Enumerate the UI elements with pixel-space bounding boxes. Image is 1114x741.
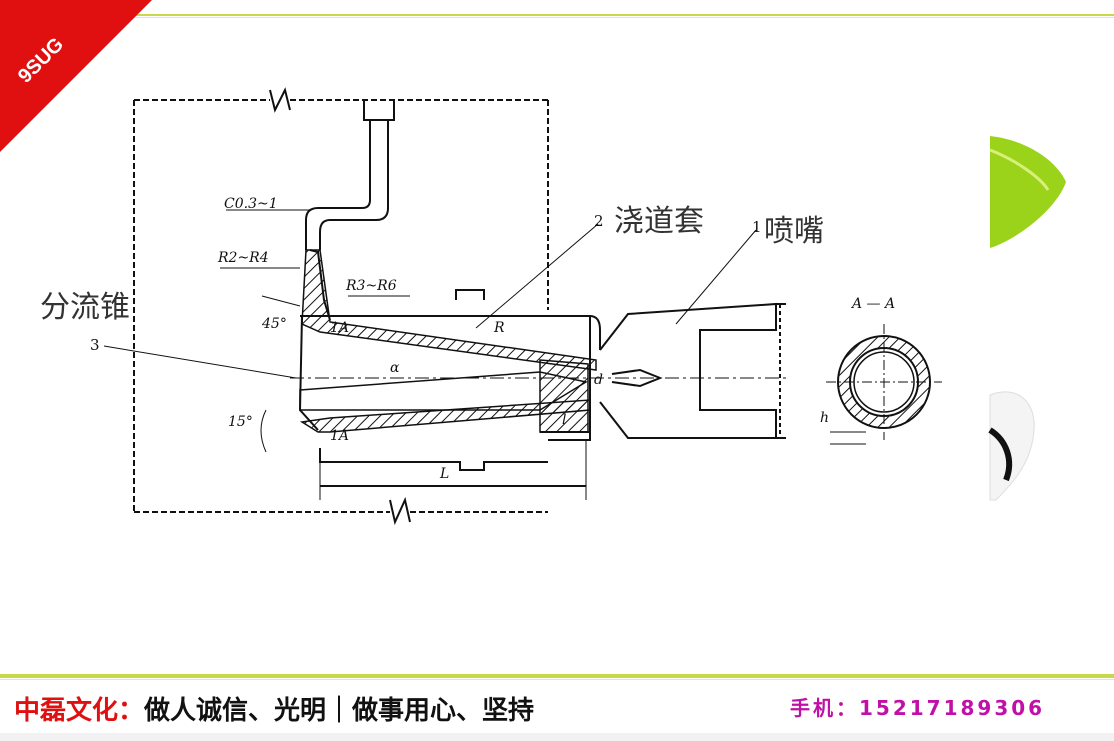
label-length-big-l: L (440, 466, 450, 482)
label-height-h: h (820, 410, 830, 426)
decorative-graphics (988, 136, 1066, 501)
corner-triangle (0, 0, 152, 152)
label-section-aa: A — A (852, 296, 896, 312)
label-chamfer: C0.3~1 (224, 196, 278, 212)
label-number-1: 1 (752, 218, 762, 236)
label-number-3: 3 (90, 336, 100, 354)
label-sprue-bushing: 浇道套 (614, 204, 704, 239)
paper-curl-shadow (988, 427, 1013, 482)
footer-phone: 手机：15217189306 (790, 696, 1046, 720)
footer-brand: 中磊文化： (14, 696, 145, 726)
top-accent-line-thin (0, 17, 1114, 18)
label-radius-r: R (494, 320, 505, 336)
label-number-2: 2 (594, 212, 604, 230)
label-radius-inner: R3~R6 (346, 278, 397, 294)
leaf-highlight (989, 148, 1050, 191)
technical-drawing (103, 87, 942, 526)
spreader-cone (299, 371, 588, 411)
label-section-1a-bottom: 1A (330, 428, 350, 444)
label-nozzle: 喷嘴 (764, 214, 824, 249)
corner-ribbon: 9SUG 学UG就上UG网 (0, 0, 160, 160)
label-alpha: α (390, 360, 400, 376)
top-accent-line (0, 14, 1114, 16)
bottom-edge (0, 733, 1114, 741)
bottom-accent-line-thin (0, 679, 1114, 680)
sprue-upper-hatch (301, 249, 597, 371)
footer-motto-text: 做人诚信、光明｜做事用心、坚持 (144, 696, 535, 726)
paper-curl-icon (989, 391, 1035, 501)
label-spreader: 分流锥 (40, 290, 130, 325)
green-leaf-icon (990, 136, 1066, 248)
label-angle-45: 45° (262, 316, 287, 332)
footer-motto: 中磊文化：做人诚信、光明｜做事用心、坚持 (14, 690, 534, 727)
section-view-aa (826, 324, 942, 445)
label-diameter-d: d (594, 372, 603, 388)
label-section-1a-top: 1A (330, 320, 350, 336)
label-length-small-l: l (562, 412, 567, 428)
bottom-accent-line (0, 674, 1114, 678)
label-angle-15: 15° (228, 414, 253, 430)
label-radius-outer: R2~R4 (218, 250, 269, 266)
sprue-lower-hatch (299, 399, 591, 433)
